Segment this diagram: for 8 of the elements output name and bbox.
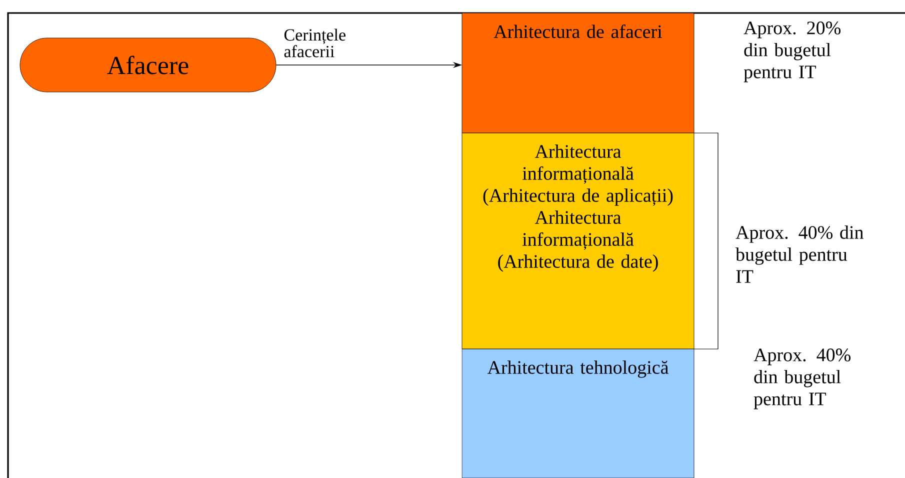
budget-note: Aprox. 40% din bugetul pentru IT xyxy=(754,348,850,410)
layer-box: Arhitectura tehnologică xyxy=(462,348,694,478)
budget-note: Aprox. 40% din bugetul pentru IT xyxy=(736,226,864,283)
budget-note: Aprox. 20% din bugetul pentru IT xyxy=(744,22,840,82)
rounded-box: Afacere xyxy=(20,38,276,92)
layer-box: Arhitectura informațională (Arhitectura de aplicații) Arhitectura informațională (Arhitectura de date) xyxy=(462,132,694,350)
layer-box: Arhitectura de afaceri xyxy=(462,12,694,134)
edge-label: Cerințele afacerii xyxy=(284,28,346,58)
